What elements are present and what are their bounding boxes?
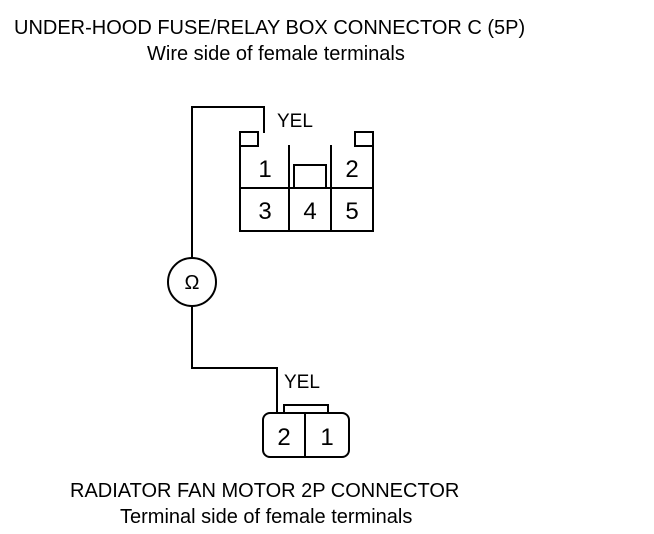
bottom-pin-2: 2 [277, 424, 290, 451]
top-wire-color-label: YEL [277, 111, 313, 132]
top-connector-title: UNDER-HOOD FUSE/RELAY BOX CONNECTOR C (5… [14, 17, 525, 39]
bottom-connector-2p: 2 1 [262, 404, 350, 458]
bottom-pin-1: 1 [320, 424, 333, 451]
bottom-connector-title: RADIATOR FAN MOTOR 2P CONNECTOR [70, 480, 459, 502]
top-pin-2: 2 [345, 156, 358, 183]
ohmmeter-icon: Ω [167, 257, 217, 307]
top-pin-5: 5 [345, 198, 358, 225]
ohm-symbol: Ω [185, 272, 200, 294]
top-pin-1: 1 [258, 156, 271, 183]
top-connector-5p: 1 2 3 4 5 [239, 131, 374, 232]
top-pin-3: 3 [258, 198, 271, 225]
top-connector-subtitle: Wire side of female terminals [147, 43, 405, 65]
test-lead-wire [191, 106, 278, 414]
bottom-wire-color-label: YEL [284, 372, 320, 393]
bottom-connector-subtitle: Terminal side of female terminals [120, 506, 412, 528]
top-pin-4: 4 [303, 198, 316, 225]
